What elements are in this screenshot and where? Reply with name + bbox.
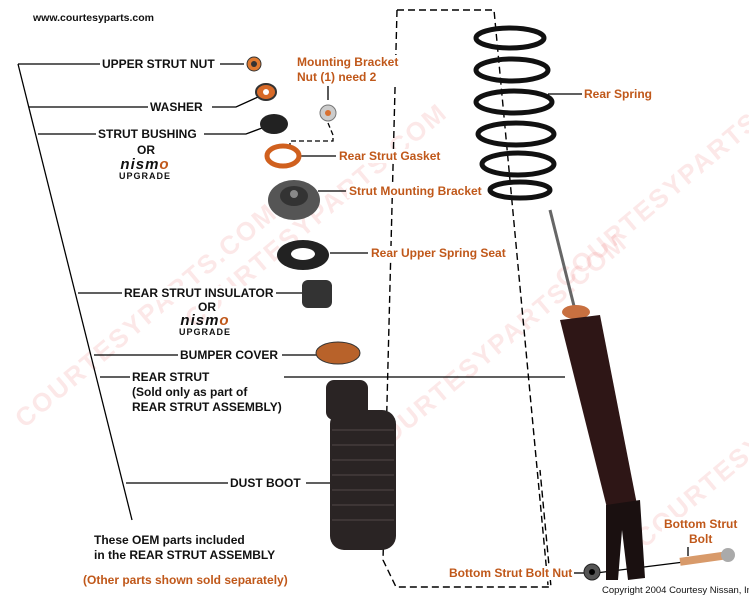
part-washer xyxy=(255,83,277,101)
label-line: (Sold only as part of xyxy=(132,385,248,399)
label-washer: WASHER xyxy=(148,100,205,114)
label-line: Mounting Bracket xyxy=(297,55,399,69)
nismo-logo-accent: o xyxy=(219,312,230,329)
part-rear-strut xyxy=(548,209,645,580)
part-mounting-bracket-nut xyxy=(319,104,337,122)
nismo-logo-accent: o xyxy=(159,156,170,173)
assembly-dashed-outline xyxy=(382,9,552,588)
upgrade-text: UPGRADE xyxy=(178,327,231,337)
label-line: REAR STRUT ASSEMBLY) xyxy=(132,400,282,414)
nismo-upgrade-logo: nismo UPGRADE xyxy=(170,313,240,337)
label-rear-strut-gasket: Rear Strut Gasket xyxy=(337,149,443,163)
nismo-upgrade-logo: nismo UPGRADE xyxy=(110,157,180,181)
oem-note: These OEM parts included in the REAR STR… xyxy=(92,533,278,563)
label-rear-strut: REAR STRUT (Sold only as part of REAR ST… xyxy=(130,370,284,415)
part-rear-strut-insulator xyxy=(302,280,332,308)
label-rear-spring: Rear Spring xyxy=(582,87,655,101)
label-strut-mounting-bracket: Strut Mounting Bracket xyxy=(347,184,484,198)
label-other-parts: (Other parts shown sold separately) xyxy=(81,573,290,587)
label-or: OR xyxy=(135,143,157,157)
label-bumper-cover: BUMPER COVER xyxy=(178,348,281,362)
part-bottom-strut-bolt xyxy=(679,548,735,566)
label-upper-strut-nut: UPPER STRUT NUT xyxy=(100,57,217,71)
part-bottom-strut-bolt-nut xyxy=(583,563,601,581)
part-rear-spring xyxy=(473,25,557,201)
part-rear-upper-spring-seat xyxy=(277,240,329,270)
part-rear-strut-gasket xyxy=(264,143,302,169)
label-bottom-strut-bolt-nut: Bottom Strut Bolt Nut xyxy=(447,566,575,580)
label-line: Nut (1) need 2 xyxy=(297,70,377,84)
part-upper-strut-nut xyxy=(246,56,262,72)
part-dust-boot xyxy=(326,380,396,550)
label-rear-strut-insulator: REAR STRUT INSULATOR xyxy=(122,286,276,300)
label-or: OR xyxy=(196,300,218,314)
label-line: Bottom Strut xyxy=(664,517,738,531)
label-bottom-strut-bolt: Bottom Strut Bolt xyxy=(662,517,740,547)
upgrade-text: UPGRADE xyxy=(118,171,171,181)
part-strut-mounting-bracket xyxy=(268,180,320,220)
label-line: REAR STRUT xyxy=(132,370,210,384)
nismo-logo: nismo xyxy=(180,312,230,329)
label-strut-bushing: STRUT BUSHING xyxy=(96,127,199,141)
site-url[interactable]: www.courtesyparts.com xyxy=(31,12,156,24)
copyright: Copyright 2004 Courtesy Nissan, Inc. xyxy=(600,585,749,596)
label-line: in the REAR STRUT ASSEMBLY xyxy=(94,548,276,562)
label-dust-boot: DUST BOOT xyxy=(228,476,303,490)
label-mounting-bracket-nut: Mounting Bracket Nut (1) need 2 xyxy=(295,55,401,85)
part-bumper-cover xyxy=(315,341,361,365)
label-line: Bolt xyxy=(689,532,713,546)
label-line: These OEM parts included xyxy=(94,533,245,547)
nismo-logo: nismo xyxy=(120,156,170,173)
label-rear-upper-spring-seat: Rear Upper Spring Seat xyxy=(369,246,508,260)
part-strut-bushing xyxy=(260,114,288,134)
